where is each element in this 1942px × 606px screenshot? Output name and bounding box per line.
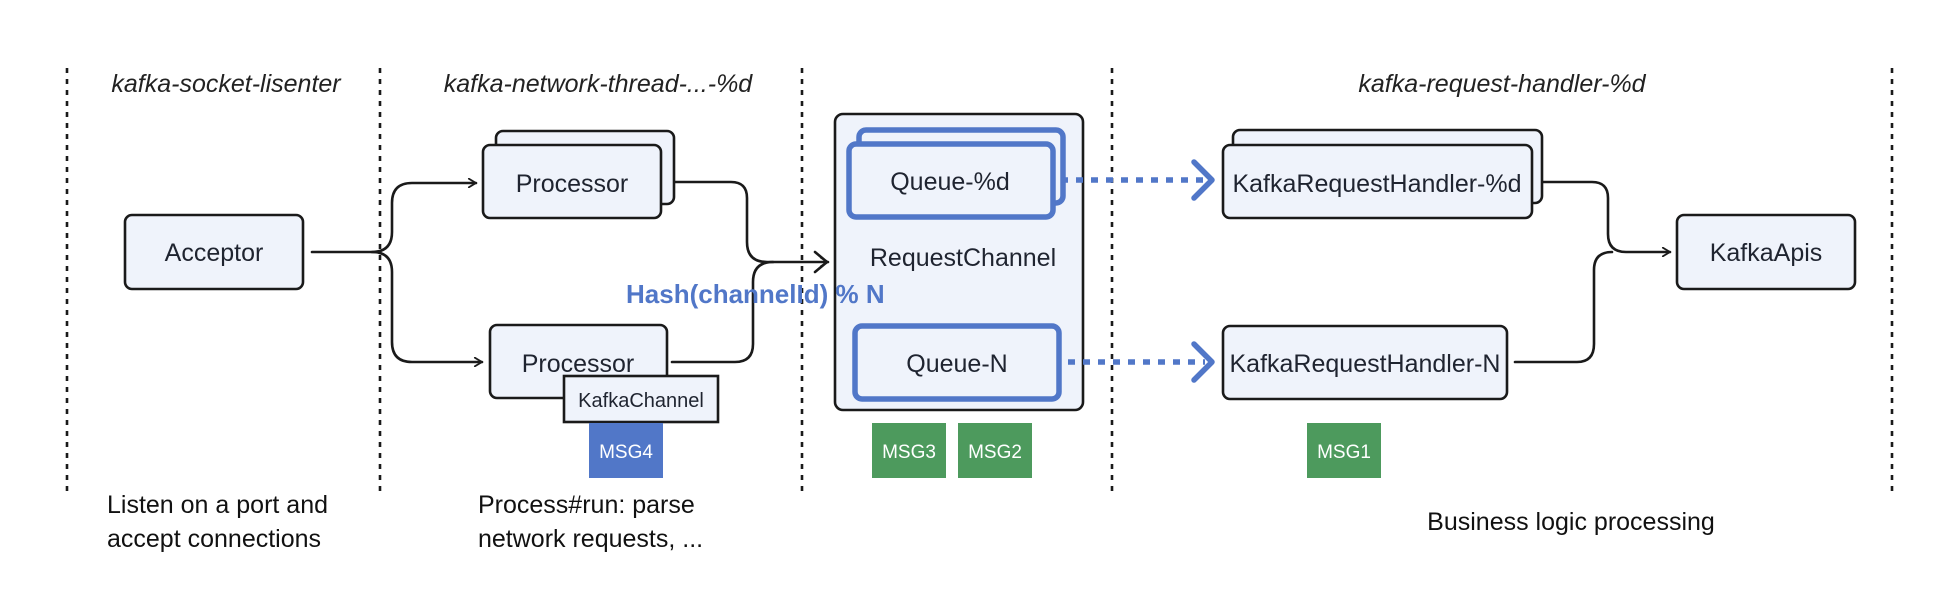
msg4-label: MSG4 xyxy=(599,442,653,463)
handler-bottom-node: KafkaRequestHandler-N xyxy=(1221,324,1509,401)
kafka-apis-box xyxy=(1675,213,1857,291)
processor-top-box xyxy=(481,143,663,220)
msg4-badge: MSG4 xyxy=(589,423,663,478)
process-description-line-1: Process#run: parse xyxy=(478,491,695,519)
processor-bottom-node: Processor KafkaChannel xyxy=(488,323,720,424)
thread-separators xyxy=(65,68,1894,493)
connectors xyxy=(310,180,1672,364)
processor-bottom-label: Processor xyxy=(522,350,635,378)
kafka-channel-label: KafkaChannel xyxy=(578,390,704,412)
msg1-box xyxy=(1307,423,1381,478)
queue-to-handler-arrows xyxy=(1061,159,1215,383)
acceptor-node: Acceptor xyxy=(123,213,305,291)
queue-top-label: Queue-%d xyxy=(890,168,1010,196)
acceptor-to-processor-top-arrow xyxy=(310,183,478,254)
processor-top-node: Processor xyxy=(481,129,676,220)
request-channel-entry-arrowhead xyxy=(813,250,829,274)
msg3-label: MSG3 xyxy=(882,442,936,463)
acceptor-to-processor-bottom-arrow xyxy=(370,250,484,362)
queue-top-box xyxy=(846,141,1056,220)
thread-label-network-thread: kafka-network-thread-...-%d xyxy=(444,70,754,98)
handler-top-to-kafka-apis-arrow xyxy=(1540,180,1672,252)
msg2-box xyxy=(958,423,1032,478)
queue-top-to-handler-top-arrowhead xyxy=(1191,159,1215,201)
processor-bottom-to-request-channel-line xyxy=(670,260,775,364)
msg1-label: MSG1 xyxy=(1317,442,1371,463)
thread-label-socket-listener: kafka-socket-lisenter xyxy=(111,70,342,98)
queue-bottom-box xyxy=(852,323,1062,402)
msg3-box xyxy=(872,423,946,478)
business-logic-description: Business logic processing xyxy=(1427,508,1715,536)
listen-description-line-2: accept connections xyxy=(107,525,321,553)
handler-bottom-label: KafkaRequestHandler-N xyxy=(1230,350,1501,378)
request-channel-label: RequestChannel xyxy=(870,244,1056,272)
listen-description-line-1: Listen on a port and xyxy=(107,491,328,519)
hash-expression-label: Hash(channelId) % N xyxy=(626,279,885,309)
msg4-box xyxy=(589,423,663,478)
msg2-badge: MSG2 xyxy=(958,423,1032,478)
request-channel-node: RequestChannel Queue-%d Queue-N xyxy=(833,112,1085,412)
msg3-badge: MSG3 xyxy=(872,423,946,478)
handler-top-label: KafkaRequestHandler-%d xyxy=(1232,170,1521,198)
handler-top-box xyxy=(1221,143,1534,220)
queue-bottom-to-handler-bottom-arrowhead xyxy=(1191,341,1215,383)
thread-label-request-handler: kafka-request-handler-%d xyxy=(1358,70,1646,98)
kafka-apis-node: KafkaApis xyxy=(1675,213,1857,291)
kafka-apis-label: KafkaApis xyxy=(1710,239,1823,267)
process-description-line-2: network requests, ... xyxy=(478,525,703,553)
acceptor-label: Acceptor xyxy=(165,239,264,267)
processor-top-label: Processor xyxy=(516,170,629,198)
processor-top-to-request-channel-arrow xyxy=(670,180,830,262)
handler-bottom-to-kafka-apis-line xyxy=(1513,250,1614,364)
handler-bottom-box xyxy=(1221,324,1509,401)
msg1-badge: MSG1 xyxy=(1307,423,1381,478)
acceptor-box xyxy=(123,213,305,291)
kafka-channel-box xyxy=(562,374,720,424)
queue-bottom-label: Queue-N xyxy=(906,350,1007,378)
handler-top-node: KafkaRequestHandler-%d xyxy=(1221,128,1544,220)
msg2-label: MSG2 xyxy=(968,442,1022,463)
